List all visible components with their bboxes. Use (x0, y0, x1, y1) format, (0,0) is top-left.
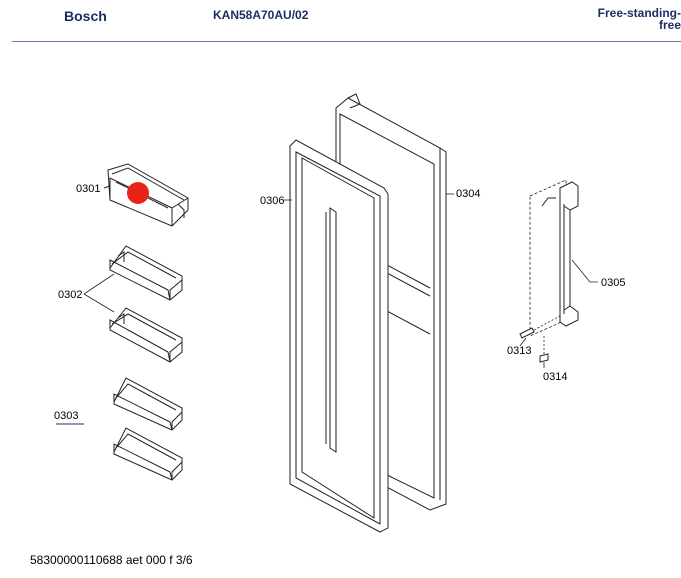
part-0302-bin-lower[interactable] (109, 307, 183, 363)
part-0302-bin-upper[interactable] (109, 245, 183, 301)
model-number: KAN58A70AU/02 (213, 8, 309, 22)
brand-name: Bosch (64, 8, 107, 24)
label-0305: 0305 (601, 277, 626, 289)
part-0303-bin-upper[interactable] (113, 377, 183, 431)
page-header: Bosch KAN58A70AU/02 Free-standing- free (0, 0, 681, 42)
category-line-2: free (658, 18, 681, 32)
part-0303-bin-lower[interactable] (113, 427, 183, 481)
part-0313-screw[interactable] (519, 315, 561, 347)
highlight-marker (127, 182, 149, 204)
label-0302: 0302 (58, 289, 83, 301)
label-0313: 0313 (507, 345, 532, 357)
leader-0302 (83, 273, 115, 313)
category-line-1: Free-standing- (597, 6, 681, 20)
category: Free-standing- free (561, 7, 681, 31)
label-0304: 0304 (456, 188, 481, 200)
part-0305-handle[interactable] (529, 179, 598, 337)
document-footer: 58300000110688 aet 000 f 3/6 (30, 553, 193, 567)
header-divider (12, 41, 681, 42)
label-0314: 0314 (543, 371, 568, 383)
part-0306-door-frame[interactable] (289, 139, 389, 533)
label-0306: 0306 (260, 195, 285, 207)
label-0301: 0301 (76, 183, 101, 195)
label-0303: 0303 (54, 410, 79, 422)
part-0314-cap[interactable] (539, 336, 549, 368)
